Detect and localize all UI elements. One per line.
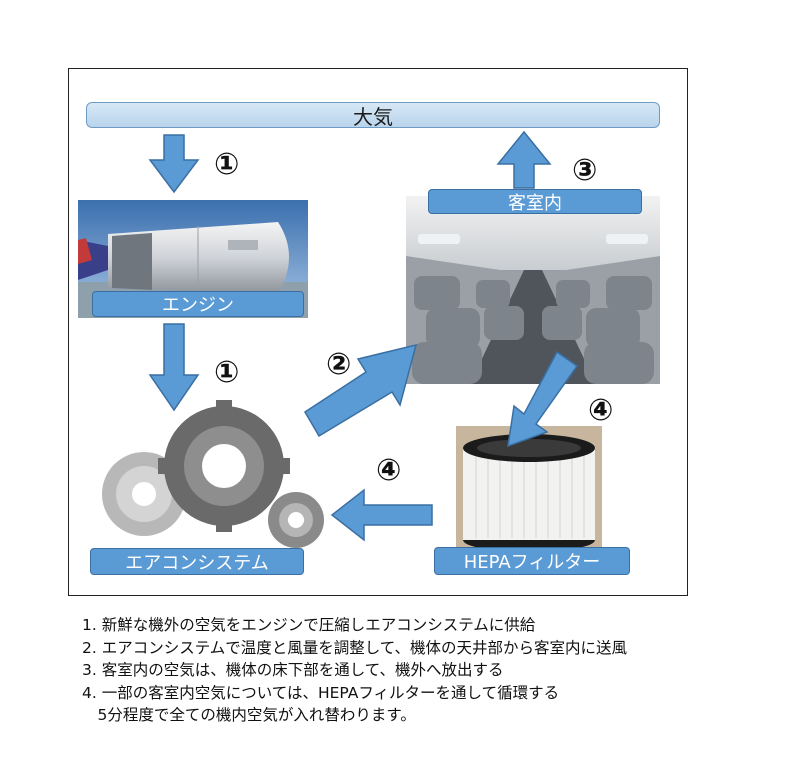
step-number-4-right: ④ [588,393,614,428]
note-line: 3. 客室内の空気は、機体の床下部を通して、機外へ放出する [82,661,504,679]
cabin-photo [406,196,660,384]
cabin-label: 客室内 [428,189,642,214]
hepa-filter-photo [456,426,602,554]
gears-image [98,398,338,558]
arrow-aircon-to-cabin [303,343,418,438]
note-line: 1. 新鮮な機外の空気をエンジンで圧縮しエアコンシステムに供給 [82,616,536,634]
atmosphere-label: 大気 [86,102,660,129]
arrow-cabin-to-atmosphere [496,130,552,189]
arrow-engine-to-aircon [148,323,200,412]
step-number-1-top: ① [214,147,240,182]
aircon-system-label: エアコンシステム [90,548,304,575]
hepa-filter-label: HEPAフィルター [434,547,630,575]
arrow-cabin-to-hepa [507,350,579,448]
step-number-1-bottom: ① [214,355,240,390]
step-number-3: ③ [572,153,598,188]
step-number-2: ② [326,347,352,382]
note-line: 2. エアコンシステムで温度と風量を調整して、機体の天井部から客室内に送風 [82,638,628,657]
note-line: 5分程度で全ての機内空気が入れ替わります。 [82,706,416,724]
step-number-4-bottom: ④ [376,453,402,488]
note-line: 4. 一部の客室内空気については、HEPAフィルターを通して循環する [82,683,560,702]
arrow-hepa-to-aircon [330,488,433,542]
arrow-atmosphere-to-engine [148,134,200,194]
explanation-notes: 1. 新鮮な機外の空気をエンジンで圧縮しエアコンシステムに供給 2. エアコンシ… [82,614,782,727]
engine-label: エンジン [92,291,304,317]
